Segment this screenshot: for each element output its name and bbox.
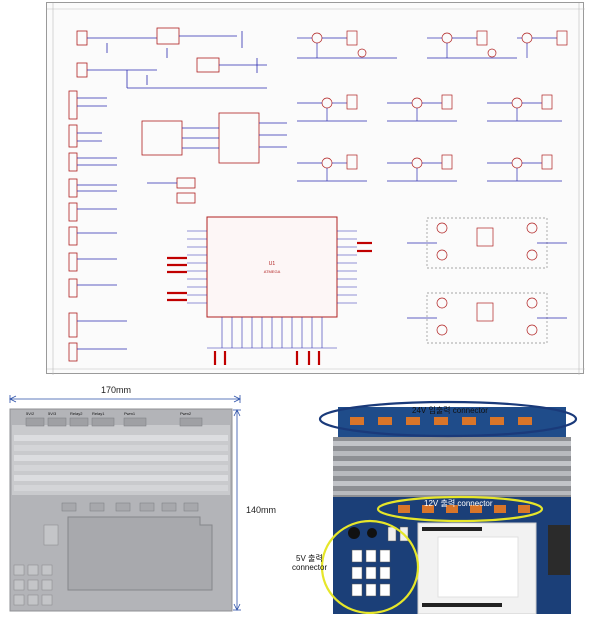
highlight-12v-ellipse (376, 495, 544, 523)
heatsink-fins (12, 425, 230, 495)
h-bridge-blocks (407, 217, 567, 344)
board-height-label: 140mm (246, 505, 277, 515)
highlight-5v-ellipse (320, 519, 420, 615)
lower-module (67, 516, 213, 591)
interface-ic-cluster (141, 112, 287, 204)
connector-label-3: Relay2 (70, 411, 83, 416)
mcu-sublabel: ATMEGA (264, 269, 281, 274)
board-width-label: 170mm (101, 385, 132, 395)
label-5v-line2: connector (292, 563, 328, 572)
main-mcu (206, 216, 338, 318)
side-connector (548, 525, 570, 575)
mosfet-driver-grid (297, 30, 568, 182)
top-connectors (350, 417, 532, 425)
board-photo: 24V 입출력 connector 12V 출력 connector 5V 출력… (292, 395, 590, 615)
label-24v-connector: 24V 입출력 connector (412, 406, 488, 415)
highlight-24v-ellipse (318, 400, 578, 438)
schematic-sheet: U1 ATMEGA (46, 2, 585, 375)
photo-heatsink (333, 437, 571, 497)
connector-label-6: Pwm2 (180, 411, 192, 416)
mcu-label: U1 (269, 261, 276, 267)
board-photo-drawing (318, 400, 578, 615)
power-supply-section (76, 27, 267, 89)
top-connector-row (25, 417, 203, 427)
connector-label-4: Relay1 (92, 411, 105, 416)
left-connector-stack (13, 524, 59, 606)
board-render-drawing (9, 395, 241, 612)
connector-label-5: Pwm1 (124, 411, 136, 416)
label-5v-line1: 5V 출력 (296, 554, 323, 563)
board-cad-render: 170mm 140mm 5V/2 5V/3 Relay2 Relay1 Pwm1… (0, 385, 300, 614)
arduino-headers (422, 527, 502, 607)
connector-label-1: 5V/2 (26, 411, 35, 416)
12v-connector-row (398, 505, 530, 513)
connector-label-2: 5V/3 (48, 411, 57, 416)
schematic-drawing: U1 ATMEGA (47, 3, 585, 375)
5v-connector-block (351, 549, 391, 597)
label-12v-connector: 12V 출력 connector (424, 499, 493, 508)
mid-connector-row (61, 502, 199, 512)
left-connectors (68, 90, 127, 362)
